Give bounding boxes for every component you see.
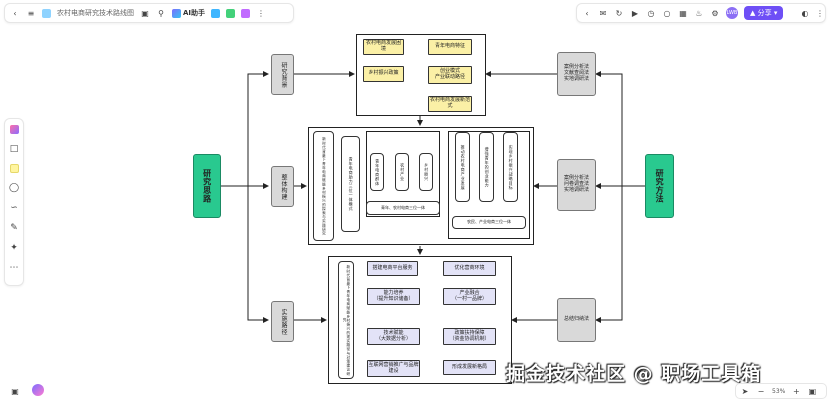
mid-goal-pill-3[interactable]: 实现乡村振兴战略目标 xyxy=(503,132,518,202)
time-icon[interactable]: ◷ xyxy=(647,8,655,18)
bell-icon[interactable]: ♨ xyxy=(695,8,703,18)
method-node-2[interactable]: 案例分析法 问卷调查法 实地调研法 xyxy=(557,159,596,211)
more-tools-icon[interactable]: ⋯ xyxy=(9,263,19,273)
mid-youth-group-pill[interactable]: 青年电商群体 xyxy=(370,153,384,191)
ai-assistant-label: AI助手 xyxy=(183,9,206,17)
bottom-theme-pill[interactable]: 新时代背景下青年电商赋能乡村振兴的现实路径与对策建议研究 xyxy=(338,261,354,379)
mid-goal-pill-1[interactable]: 推动农村电商产业发展 xyxy=(455,132,470,202)
notification-icon[interactable]: ◐ xyxy=(801,8,809,18)
pen-tool-icon[interactable]: ✎ xyxy=(10,223,18,233)
color-palette-icon[interactable] xyxy=(9,125,19,134)
menu-icon[interactable]: ≡ xyxy=(27,8,35,18)
yellow-node-model[interactable]: 创业模式 产业联动路径 xyxy=(428,66,472,84)
mid-caption-1[interactable]: 青年、农村电商三位一体 xyxy=(366,201,440,215)
pointer-icon[interactable]: ➤ xyxy=(741,386,749,396)
mid-caption-2[interactable]: 农民、产业电商三位一体 xyxy=(452,216,526,229)
comment-icon[interactable]: ✉ xyxy=(599,8,607,18)
mid-model-pill[interactable]: 青年电商助力三位一体模式 xyxy=(341,136,360,232)
zoom-out-icon[interactable]: − xyxy=(757,386,765,396)
share-label: 分享 xyxy=(757,9,772,17)
doc-icon xyxy=(42,8,51,18)
lav-node-integration[interactable]: 产业融合 （一村一品牌） xyxy=(443,288,496,305)
mid-industry-pill[interactable]: 农村产业 xyxy=(395,153,409,191)
plugin-p-icon[interactable] xyxy=(211,8,221,18)
search-icon[interactable]: ⚲ xyxy=(158,8,164,18)
shape-tool-icon[interactable]: ◯ xyxy=(8,183,20,193)
document-toolbar: ‹ ≡ 农村电商研究技术路线图 ▣ ⚲ AI助手 ⋮ xyxy=(4,3,294,23)
play-icon[interactable]: ▶ xyxy=(631,8,639,18)
collab-toolbar: ‹ ✉ ↻ ▶ ◷ ○ ▦ ♨ ⚙ LWB ▲ 分享 ▾ xyxy=(576,3,826,23)
export-icon[interactable]: ▣ xyxy=(141,8,149,18)
lav-node-ability[interactable]: 能力培养 （提升知识储备） xyxy=(367,288,420,305)
ai-assistant-button[interactable]: AI助手 xyxy=(172,8,205,18)
more-menu-icon[interactable]: ⋮ xyxy=(816,8,824,18)
yellow-node-dilemma[interactable]: 农村电商发展困境 xyxy=(363,39,404,55)
template-icon[interactable]: ▦ xyxy=(679,8,687,18)
yellow-node-youth[interactable]: 青年电商特征 xyxy=(428,39,472,55)
top-toolbar: ‹ ≡ 农村电商研究技术路线图 ▣ ⚲ AI助手 ⋮ ‹ ✉ ↻ ▶ ◷ ○ ▦… xyxy=(0,0,831,26)
layer-icon[interactable]: ○ xyxy=(663,8,671,18)
research-method-node[interactable]: 研究方法 xyxy=(645,154,674,218)
document-title[interactable]: 农村电商研究技术路线图 xyxy=(57,9,134,17)
plugin-purple-icon[interactable] xyxy=(241,8,251,18)
settings-icon[interactable]: ⚙ xyxy=(711,8,719,18)
watermark-text: 掘金技术社区 @ 职场工具箱 xyxy=(506,363,762,385)
help-icon[interactable]: ▣ xyxy=(11,386,19,396)
step-path-node[interactable]: 实施路径 xyxy=(271,301,294,342)
connector-tool-icon[interactable]: ∽ xyxy=(10,203,18,213)
share-button[interactable]: ▲ 分享 ▾ xyxy=(744,6,784,20)
mid-revitalization-pill[interactable]: 乡村振兴 xyxy=(419,153,433,191)
history-icon[interactable]: ↻ xyxy=(615,8,623,18)
method-node-3[interactable]: 总结归纳法 xyxy=(557,298,596,342)
sticky-note-icon[interactable] xyxy=(9,164,19,173)
assistant-icon[interactable] xyxy=(32,384,44,396)
left-toolbar: □ ◯ ∽ ✎ ✦ ⋯ xyxy=(4,118,24,286)
lav-node-platform[interactable]: 搭建电商平台服务 xyxy=(367,261,418,276)
yellow-node-policy[interactable]: 乡村振兴政策 xyxy=(363,66,404,82)
step-construction-node[interactable]: 整体构建 xyxy=(271,166,294,207)
step-background-node[interactable]: 研究背景 xyxy=(271,54,294,95)
back-icon[interactable]: ‹ xyxy=(13,8,17,18)
zoom-in-icon[interactable]: + xyxy=(792,386,800,396)
fit-icon[interactable]: ▣ xyxy=(808,386,817,396)
lav-node-environment[interactable]: 优化营商环境 xyxy=(443,261,496,276)
method-node-1[interactable]: 案例分析法 文献查阅法 实地调研法 xyxy=(557,52,596,96)
mid-goal-pill-2[interactable]: 增强青年的创业能力 xyxy=(479,132,494,202)
lav-node-policy[interactable]: 政策扶持保障 （资金协调机制） xyxy=(443,328,496,345)
mid-theme-pill[interactable]: 新时代背景下青年电商赋能乡村振兴的探索与实践研究 xyxy=(313,131,334,241)
frame-tool-icon[interactable]: □ xyxy=(9,144,19,154)
lav-node-new-pattern[interactable]: 形成发展新格局 xyxy=(443,360,496,375)
lav-node-technology[interactable]: 技术赋能 （大数据分析） xyxy=(367,328,420,345)
more-icon[interactable]: ⋮ xyxy=(257,8,266,18)
mindmap-tool-icon[interactable]: ✦ xyxy=(10,243,18,253)
research-approach-node[interactable]: 研究思路 xyxy=(193,154,221,218)
avatar[interactable]: LWB xyxy=(726,7,738,19)
zoom-level[interactable]: 53% xyxy=(772,387,786,395)
plugin-green-icon[interactable] xyxy=(226,8,236,18)
lav-node-marketing[interactable]: 互联网营销推广与品牌建设 xyxy=(367,360,420,377)
zoom-bar: ➤ − 53% + ▣ xyxy=(735,383,827,399)
yellow-node-paradigm[interactable]: 农村电商发展新范式 xyxy=(428,96,472,112)
collapse-icon[interactable]: ‹ xyxy=(585,8,589,18)
